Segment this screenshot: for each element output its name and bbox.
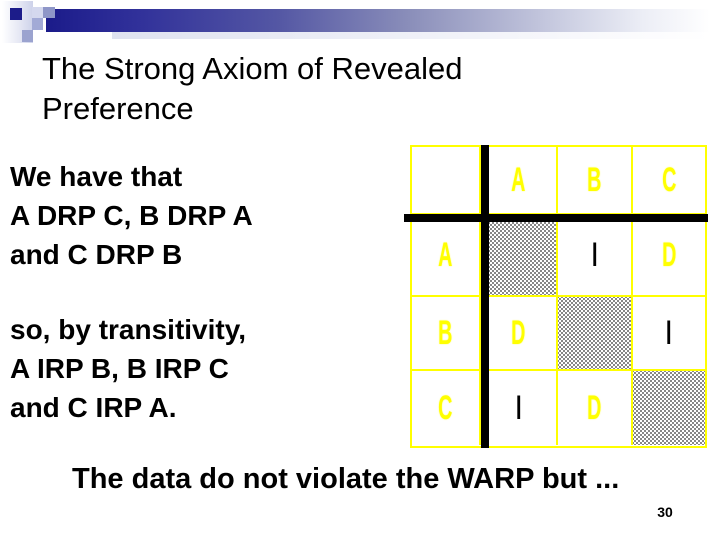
row-header-C: C <box>412 371 481 445</box>
cell-A-B: I <box>558 215 633 297</box>
top-banner-shadow <box>112 32 710 39</box>
deco-square-navy <box>10 8 22 20</box>
col-header-B: B <box>558 147 633 215</box>
table-row-B: B D I <box>412 297 705 371</box>
col-header-A-label: A <box>511 161 526 199</box>
table-row-A: A I D <box>412 215 705 297</box>
cell-B-C: I <box>633 297 705 371</box>
cell-A-C-value: D <box>661 236 677 274</box>
cell-B-B-dotted <box>558 297 633 371</box>
col-header-C-label: C <box>661 161 677 199</box>
cell-B-A: D <box>481 297 558 371</box>
cell-C-B-value: D <box>587 389 602 427</box>
cell-B-A-value: D <box>511 314 526 352</box>
revealed-preference-table: A B C A I D B D I C I D <box>404 145 708 448</box>
cell-C-B: D <box>558 371 633 445</box>
table-corner-cell <box>412 147 481 215</box>
row-header-A-label: A <box>438 236 453 274</box>
cell-C-C-dotted <box>633 371 705 445</box>
footer-text: The data do not violate the WARP but ... <box>72 463 620 495</box>
table-header-row: A B C <box>412 147 705 215</box>
table-divider-vertical <box>481 145 489 448</box>
cell-C-A: I <box>481 371 558 445</box>
row-header-B: B <box>412 297 481 371</box>
col-header-B-label: B <box>587 161 602 199</box>
row-header-A: A <box>412 215 481 297</box>
cell-B-C-value: I <box>666 314 672 352</box>
deco-square-lavender <box>32 18 43 30</box>
deco-square-lower <box>22 30 33 42</box>
slide-title: The Strong Axiom of Revealed Preference <box>42 51 463 126</box>
cell-A-A-dotted <box>481 215 558 297</box>
table-divider-horizontal <box>404 214 708 222</box>
deco-square-pale <box>32 7 43 18</box>
premise-text: We have that A DRP C, B DRP A and C DRP … <box>10 161 253 270</box>
page-number: 30 <box>657 504 673 520</box>
cell-C-A-value: I <box>515 389 522 427</box>
deco-square-mid <box>43 7 55 18</box>
cell-A-B-value: I <box>591 236 598 274</box>
col-header-A: A <box>481 147 558 215</box>
row-header-C-label: C <box>438 389 453 427</box>
col-header-C: C <box>633 147 705 215</box>
row-header-B-label: B <box>438 314 453 352</box>
table-row-C: C I D <box>412 371 705 445</box>
conclusion-text: so, by transitivity, A IRP B, B IRP C an… <box>10 314 246 423</box>
top-banner-bar <box>46 9 710 32</box>
cell-A-C: D <box>633 215 705 297</box>
